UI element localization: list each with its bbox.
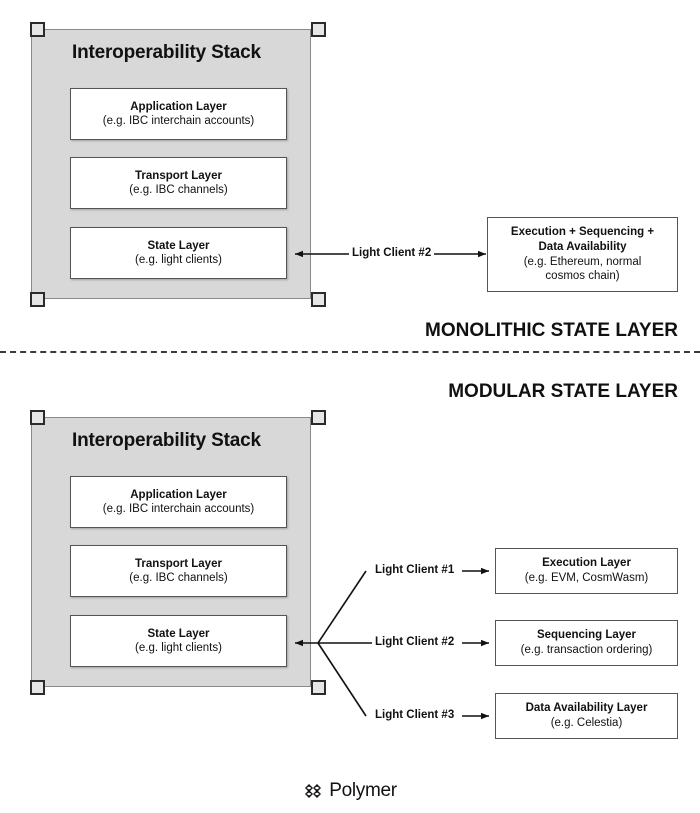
modular-layer-title-state: State Layer xyxy=(147,627,210,640)
monolithic-stack-handle-bottom-right[interactable] xyxy=(311,292,326,307)
monolithic-layer-title-state: State Layer xyxy=(147,239,210,252)
modular-layer-sub-state: (e.g. light clients) xyxy=(135,642,222,654)
monolithic-layer-box-transport: Transport Layer (e.g. IBC channels) xyxy=(70,157,287,209)
modular-stack-handle-bottom-right[interactable] xyxy=(311,680,326,695)
modular-stack-handle-top-right[interactable] xyxy=(311,410,326,425)
modular-connector-label-light-client-1: Light Client #1 xyxy=(372,564,458,576)
modular-target-box-sequencing-layer: Sequencing Layer (e.g. transaction order… xyxy=(495,620,678,666)
monolithic-target-sub-line2: cosmos chain) xyxy=(545,270,620,283)
modular-stack-title: Interoperability Stack xyxy=(72,430,261,451)
monolithic-target-sub-line1: (e.g. Ethereum, normal xyxy=(523,255,642,268)
footer-brand-logo: Polymer xyxy=(0,780,700,802)
polymer-diamond-logo-icon xyxy=(303,781,323,801)
modular-target-title-sequencing: Sequencing Layer xyxy=(536,629,637,642)
modular-target-box-data-availability-layer: Data Availability Layer (e.g. Celestia) xyxy=(495,693,678,739)
monolithic-stack-handle-top-left[interactable] xyxy=(30,22,45,37)
section-heading-modular: MODULAR STATE LAYER xyxy=(448,381,678,402)
modular-stack-handle-top-left[interactable] xyxy=(30,410,45,425)
monolithic-stack-handle-bottom-left[interactable] xyxy=(30,292,45,307)
modular-target-title-data-availability: Data Availability Layer xyxy=(525,702,648,715)
modular-layer-box-transport: Transport Layer (e.g. IBC channels) xyxy=(70,545,287,597)
monolithic-layer-sub-state: (e.g. light clients) xyxy=(135,254,222,266)
modular-stack-handle-bottom-left[interactable] xyxy=(30,680,45,695)
monolithic-target-title-line1: Execution + Sequencing + xyxy=(510,225,655,238)
section-divider-dashed xyxy=(0,351,700,353)
modular-layer-sub-application: (e.g. IBC interchain accounts) xyxy=(102,503,255,515)
modular-layer-title-transport: Transport Layer xyxy=(135,557,222,570)
monolithic-layer-box-state: State Layer (e.g. light clients) xyxy=(70,227,287,279)
modular-target-sub-execution: (e.g. EVM, CosmWasm) xyxy=(524,572,649,584)
modular-target-sub-data-availability: (e.g. Celestia) xyxy=(550,717,623,729)
monolithic-connector-label-light-client-2: Light Client #2 xyxy=(349,247,435,259)
modular-target-sub-sequencing: (e.g. transaction ordering) xyxy=(520,644,653,656)
monolithic-stack-handle-top-right[interactable] xyxy=(311,22,326,37)
modular-layer-sub-transport: (e.g. IBC channels) xyxy=(129,572,228,584)
monolithic-stack-title: Interoperability Stack xyxy=(72,42,261,63)
monolithic-layer-sub-transport: (e.g. IBC channels) xyxy=(129,184,228,196)
modular-layer-title-application: Application Layer xyxy=(130,488,227,501)
modular-layer-box-state: State Layer (e.g. light clients) xyxy=(70,615,287,667)
modular-connector-label-light-client-2: Light Client #2 xyxy=(372,636,458,648)
monolithic-target-title-line2: Data Availability xyxy=(538,240,627,253)
section-heading-monolithic: MONOLITHIC STATE LAYER xyxy=(425,320,678,341)
modular-target-box-execution-layer: Execution Layer (e.g. EVM, CosmWasm) xyxy=(495,548,678,594)
modular-target-title-execution: Execution Layer xyxy=(542,557,631,570)
monolithic-layer-title-application: Application Layer xyxy=(130,100,227,113)
modular-layer-box-application: Application Layer (e.g. IBC interchain a… xyxy=(70,476,287,528)
monolithic-layer-box-application: Application Layer (e.g. IBC interchain a… xyxy=(70,88,287,140)
monolithic-layer-sub-application: (e.g. IBC interchain accounts) xyxy=(102,115,255,127)
modular-connector-label-light-client-3: Light Client #3 xyxy=(372,709,458,721)
monolithic-target-box-execution-sequencing-da: Execution + Sequencing + Data Availabili… xyxy=(487,217,678,292)
monolithic-layer-title-transport: Transport Layer xyxy=(135,169,222,182)
brand-wordmark: Polymer xyxy=(329,780,397,801)
